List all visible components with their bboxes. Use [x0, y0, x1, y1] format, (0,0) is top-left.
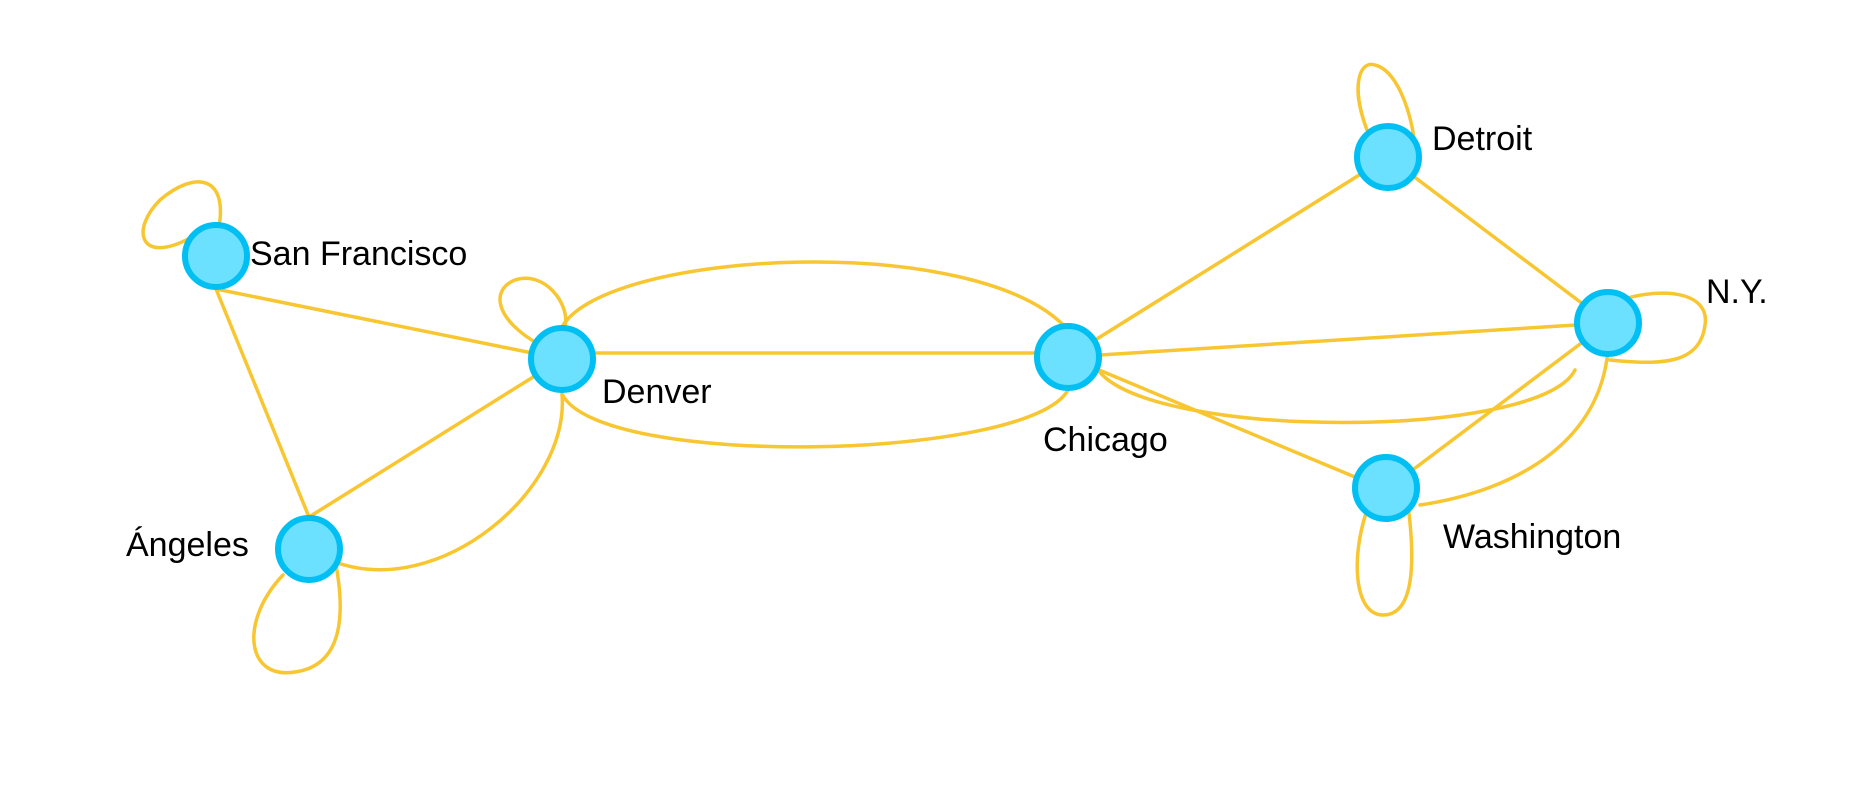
edges: [141, 62, 1708, 675]
edge-sf-loop: [141, 180, 223, 250]
edge-angeles-denver-curve: [333, 392, 564, 572]
edge-chicago-detroit: [1066, 155, 1390, 359]
node-denver[interactable]: [528, 325, 596, 393]
labels: San Francisco Denver Ángeles Chicago Det…: [126, 120, 1768, 564]
label-detroit: Detroit: [1432, 120, 1533, 158]
edge-washington-ny: [1384, 321, 1610, 492]
edge-sf-angeles: [214, 287, 311, 519]
edge-angeles-denver: [307, 357, 564, 519]
label-ny: N.Y.: [1706, 273, 1768, 311]
edge-washington-loop: [1355, 503, 1414, 617]
edge-angeles-loop: [252, 558, 342, 675]
node-angeles[interactable]: [275, 515, 343, 583]
edge-denver-chicago-upper: [560, 260, 1070, 332]
edge-denver-chicago-lower: [560, 388, 1070, 449]
label-angeles: Ángeles: [126, 526, 249, 564]
edge-chicago-ny: [1066, 321, 1610, 359]
label-denver: Denver: [602, 373, 712, 411]
edge-chicago-ny-curve: [1096, 368, 1577, 425]
label-washington: Washington: [1443, 518, 1621, 556]
node-chicago[interactable]: [1034, 323, 1102, 391]
edge-detroit-ny: [1386, 155, 1610, 325]
label-san-francisco: San Francisco: [250, 235, 467, 273]
edge-ny-loop: [1608, 291, 1708, 365]
node-san-francisco[interactable]: [182, 222, 250, 290]
edge-chicago-washington: [1066, 355, 1388, 492]
edge-detroit-loop: [1356, 62, 1417, 147]
node-ny[interactable]: [1574, 289, 1642, 357]
edge-denver-loop: [498, 276, 568, 347]
nodes: [182, 123, 1642, 583]
node-detroit[interactable]: [1354, 123, 1422, 191]
node-washington[interactable]: [1352, 454, 1420, 522]
edge-washington-ny-curve: [1418, 348, 1610, 507]
edge-sf-denver: [214, 287, 564, 361]
label-chicago: Chicago: [1043, 421, 1168, 459]
